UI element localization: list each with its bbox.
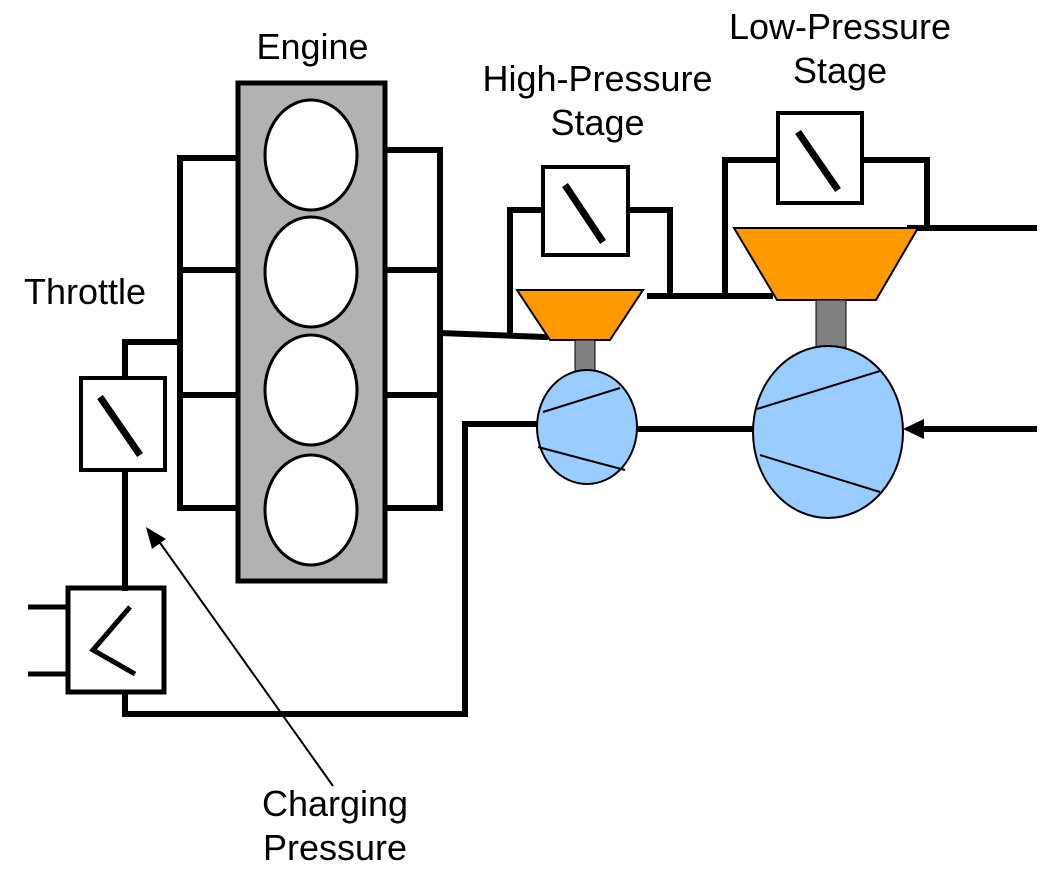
low-pressure-turbine [732,227,920,301]
low-pressure-wastegate [776,111,864,205]
cylinder [263,98,359,212]
high-pressure-wastegate [541,165,630,257]
high-pressure-turbine [515,289,645,341]
cylinder [263,333,359,447]
throttle-valve [79,376,167,472]
high-pressure-stage-label-line1: High-Pressure [482,58,713,99]
air-inlet-arrowhead [903,419,924,439]
charge-pipe [122,339,183,591]
intake-manifold [177,155,241,511]
low-pressure-stage-label: Low-Pressure Stage [700,5,980,93]
intake-pipe [122,421,1037,717]
high-pressure-shaft [574,339,596,373]
low-pressure-shaft [815,299,847,348]
charging-pressure-label: Charging Pressure [235,782,435,870]
cylinder [263,453,359,567]
engine-block [235,80,388,584]
intercooler [28,585,167,695]
cylinder [263,215,359,329]
low-pressure-stage-label-line2: Stage [792,50,888,91]
high-pressure-stage-label-line2: Stage [550,102,645,143]
throttle-label: Throttle [23,271,147,312]
charging-pressure-pointer [146,527,334,787]
exhaust-manifold [382,147,443,511]
engine-label: Engine [256,26,369,67]
low-pressure-compressor [752,345,904,519]
charging-pressure-label-line2: Pressure [262,827,408,868]
high-pressure-stage-label: High-Pressure Stage [455,57,740,145]
high-pressure-compressor [536,369,638,485]
exhaust-pipe [436,157,1037,341]
low-pressure-stage-label-line1: Low-Pressure [728,6,952,47]
charging-pressure-label-line1: Charging [261,783,409,824]
